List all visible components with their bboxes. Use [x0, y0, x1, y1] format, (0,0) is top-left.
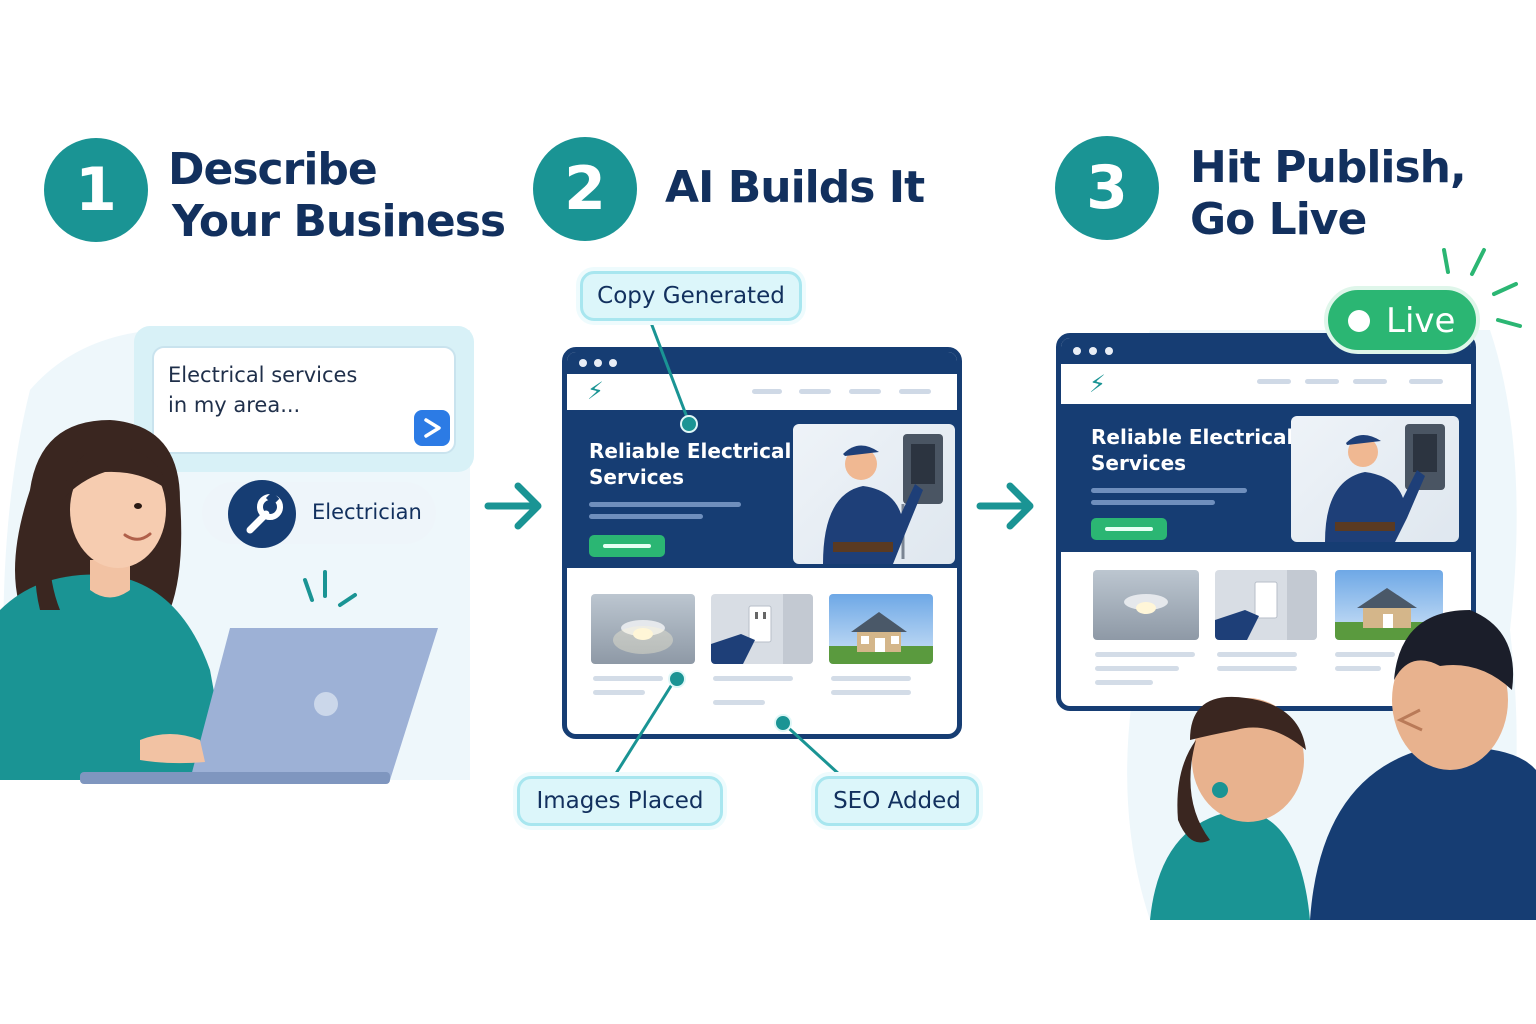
lightning-bolt-icon: ⚡ [587, 377, 604, 405]
lightning-bolt-icon: ⚡ [1089, 370, 1106, 398]
live-label: Live [1386, 301, 1456, 341]
step-1-number: 1 [44, 138, 148, 242]
hero-title: Reliable Electrical Services [589, 438, 791, 490]
arrow-right-icon [484, 482, 542, 530]
hero-title-line-1: Reliable Electrical [589, 439, 792, 463]
electrician-photo [1291, 416, 1459, 542]
category-chip[interactable]: Electrician [202, 480, 436, 548]
site-nav: ⚡ [567, 374, 957, 410]
step-3-number: 3 [1055, 136, 1159, 240]
hero-title-line-2: Services [1091, 451, 1187, 475]
step-1-title-line2: Your Business [172, 196, 506, 247]
browser-window-live: ⚡ Reliable Electrical Services [1056, 333, 1476, 711]
hero-title: Reliable Electrical Services [1091, 424, 1293, 476]
step-2-title: AI Builds It [665, 162, 925, 213]
send-button[interactable] [414, 410, 450, 446]
ceiling-light-photo [591, 594, 695, 664]
step-3-title-line1: Hit Publish, [1190, 142, 1467, 193]
live-status-badge: Live [1324, 286, 1480, 354]
step-3-title: Hit Publish, Go Live [1190, 142, 1467, 246]
site-nav: ⚡ [1061, 364, 1471, 404]
prompt-text: Electrical services in my area... [168, 360, 357, 420]
connector-dot [668, 670, 686, 688]
prompt-input[interactable]: Electrical services in my area... [152, 346, 456, 454]
prompt-line-1: Electrical services [168, 363, 358, 387]
wrench-icon [228, 480, 296, 548]
hero-title-line-1: Reliable Electrical [1091, 425, 1294, 449]
copy-generated-badge: Copy Generated [580, 271, 802, 321]
site-hero: Reliable Electrical Services [567, 410, 957, 568]
outlet-photo [711, 594, 813, 664]
electrician-photo [793, 424, 955, 564]
house-photo [829, 594, 933, 664]
annotation-connectors [613, 319, 842, 777]
step-3-title-line2: Go Live [1190, 194, 1367, 245]
images-placed-badge: Images Placed [517, 776, 723, 826]
hero-cta-button[interactable] [1091, 518, 1167, 540]
outlet-photo [1215, 570, 1317, 640]
step-1-title-line1: Describe [168, 144, 378, 195]
site-hero: Reliable Electrical Services [1061, 404, 1471, 552]
send-arrow-icon [424, 418, 441, 438]
family-viewing-site [1150, 610, 1536, 920]
live-dot-icon [1348, 310, 1370, 332]
step-1-title: Describe Your Business [168, 144, 506, 248]
category-label: Electrician [312, 500, 422, 524]
connector-dot [680, 415, 698, 433]
hero-cta-button[interactable] [589, 535, 665, 557]
sparkle-icon [1442, 248, 1522, 328]
step-2-number: 2 [533, 137, 637, 241]
woman-at-laptop [0, 420, 438, 784]
ceiling-light-photo [1093, 570, 1199, 640]
hero-title-line-2: Services [589, 465, 685, 489]
connector-dot [774, 714, 792, 732]
prompt-line-2: in my area... [168, 393, 301, 417]
seo-added-badge: SEO Added [815, 776, 979, 826]
arrow-right-icon [976, 482, 1034, 530]
